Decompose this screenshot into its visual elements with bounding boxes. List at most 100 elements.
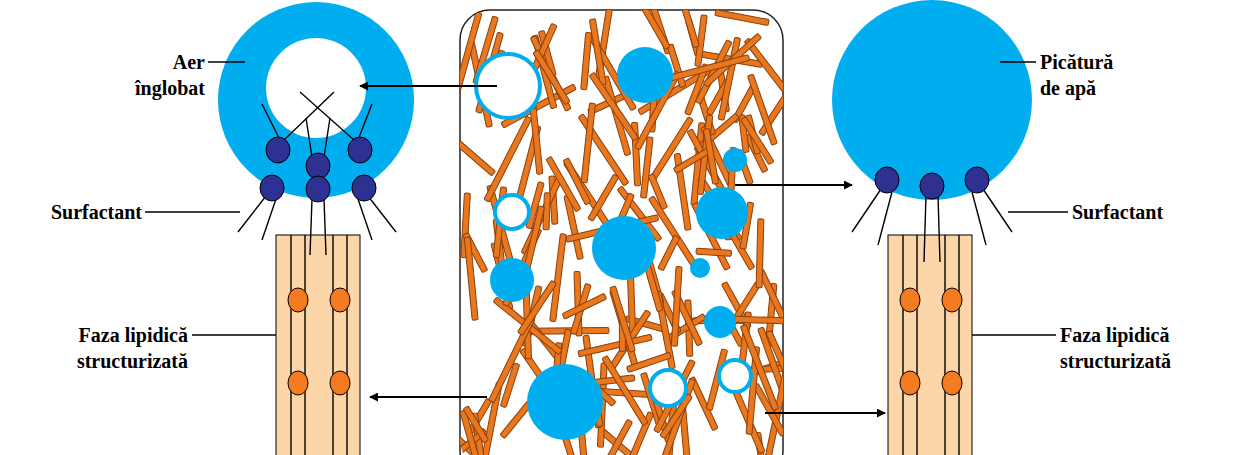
air-bubble: [218, 2, 414, 198]
surfactant-left: [238, 92, 396, 255]
fat-crystal: [588, 174, 619, 221]
pointer-arrow: [735, 184, 852, 186]
water-drop: [690, 258, 710, 278]
part-label: Faza lipidică structurizată: [1060, 322, 1210, 374]
fat-crystal: [581, 32, 592, 90]
fat-crystal: [680, 10, 700, 48]
part-label: Surfactant: [20, 199, 142, 225]
surfactant-left: [310, 199, 312, 255]
fat-crystal: [464, 237, 478, 320]
water-drop: [704, 306, 736, 338]
part-label: Surfactant: [1072, 199, 1202, 225]
air-bubble: [266, 38, 366, 138]
lipid-phase-left: [304, 235, 305, 455]
water-drop: [723, 148, 747, 172]
lipid-phase-left: [290, 235, 291, 455]
surfactant-right: [983, 189, 1012, 232]
lipid-phase-right: [888, 235, 972, 455]
lipid-phase-right: [958, 235, 959, 455]
lipid-phase-left: [332, 235, 333, 455]
lipid-phase-right: [916, 235, 917, 455]
surfactant-right: [878, 192, 892, 245]
water-drop: [592, 216, 656, 280]
pointer-arrow: [360, 86, 885, 413]
emulsion-structure: [446, 0, 812, 455]
water-droplet: [832, 0, 1032, 200]
lipid-phase-left: [346, 235, 347, 455]
fat-crystal: [581, 103, 595, 183]
surfactant-left: [262, 104, 280, 140]
lipid-phase-left: [288, 371, 308, 395]
fat-crystal: [530, 101, 543, 174]
emulsion-structure: [460, 10, 783, 455]
lipid-phase-right: [944, 235, 945, 455]
leader-line: [972, 334, 1056, 335]
surfactant-left: [260, 137, 376, 202]
surfactant-left: [260, 175, 284, 201]
leader-line: [192, 334, 276, 335]
fat-crystal: [550, 234, 567, 322]
fat-crystal: [546, 156, 581, 211]
fat-crystal: [618, 412, 653, 455]
surfactant-right: [852, 167, 1012, 262]
surfactant-right: [938, 195, 940, 262]
water-droplet: [832, 0, 1032, 200]
leader-line: [145, 62, 1068, 335]
lipid-phase-left: [288, 288, 350, 395]
surfactant-left: [266, 137, 290, 163]
pointer-arrow: [370, 396, 487, 398]
fat-crystal: [766, 330, 783, 381]
lipid-phase-right: [900, 371, 920, 395]
pointer-arrow: [765, 412, 885, 414]
fat-crystal: [605, 419, 633, 455]
lipid-phase-right: [942, 288, 962, 312]
fat-crystal: [715, 10, 769, 26]
part-label: Faza lipidică structurizată: [38, 322, 188, 374]
fat-crystal: [460, 136, 496, 176]
lipid-phase-right: [942, 371, 962, 395]
fat-crystal: [756, 219, 764, 288]
part-label: Picătură de apă: [1040, 49, 1135, 101]
surfactant-left: [306, 118, 312, 157]
air-bubble: [218, 2, 414, 198]
surfactant-left: [324, 199, 326, 255]
leader-line: [1008, 211, 1068, 212]
fat-crystal: [602, 356, 648, 426]
surfactant-left: [306, 176, 330, 202]
lipid-phase-right: [900, 288, 962, 395]
surfactant-right: [965, 167, 989, 193]
lipid-phase-right: [903, 235, 959, 455]
air-ring: [650, 370, 686, 406]
fat-crystal: [703, 128, 718, 184]
surfactant-left: [358, 199, 372, 240]
surfactant-right: [875, 167, 899, 193]
fat-crystal: [463, 406, 488, 443]
fat-crystal: [637, 10, 671, 50]
air-ring: [719, 360, 751, 392]
surfactant-left: [358, 104, 372, 140]
water-drop: [617, 47, 673, 103]
leader-line: [1000, 61, 1036, 62]
fat-crystal: [543, 193, 550, 230]
surfactant-right: [852, 189, 881, 232]
water-drop: [696, 187, 748, 239]
lipid-phase-left: [276, 235, 360, 455]
fat-crystal: [489, 317, 535, 403]
fat-crystal: [578, 334, 652, 357]
fat-crystal: [658, 235, 680, 271]
water-drop: [490, 258, 534, 302]
surfactant-left: [348, 137, 372, 163]
air-ring: [495, 195, 529, 229]
surfactant-right: [972, 192, 986, 245]
lipid-phase-left: [288, 288, 308, 312]
air-ring: [476, 54, 751, 406]
fat-crystal: [562, 293, 607, 319]
pointer-arrow: [360, 85, 497, 87]
fat-crystal: [670, 55, 749, 81]
surfactant-left: [238, 196, 266, 232]
leader-line: [208, 61, 245, 62]
fat-crystal: [671, 266, 682, 346]
lipid-phase-right: [902, 235, 903, 455]
part-label: Aer înglobat: [115, 49, 205, 101]
fat-crystal: [460, 10, 783, 455]
